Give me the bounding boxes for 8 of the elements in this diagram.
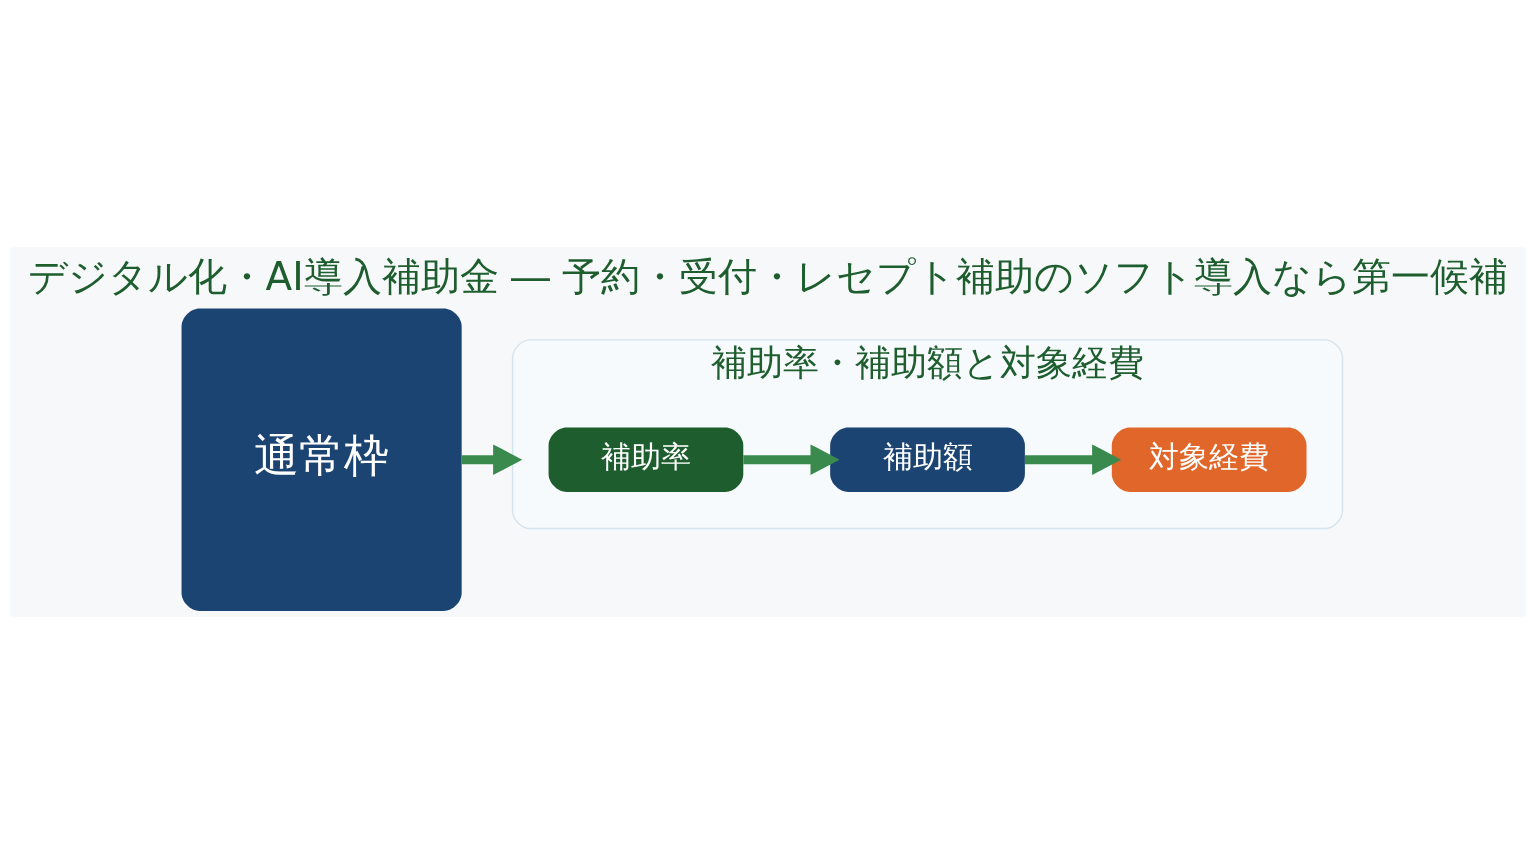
- node-box: 補助額: [830, 427, 1025, 492]
- node-box: 補助率: [548, 427, 744, 492]
- node-box: 通常枠: [181, 308, 462, 611]
- diagram-title: デジタル化・AI導入補助金 ― 予約・受付・レセプト補助のソフト導入なら第一候補: [27, 254, 1509, 300]
- node-box: 対象経費: [1111, 427, 1307, 492]
- arrow: [743, 444, 840, 475]
- arrow: [461, 444, 523, 475]
- arrow: [1024, 444, 1122, 475]
